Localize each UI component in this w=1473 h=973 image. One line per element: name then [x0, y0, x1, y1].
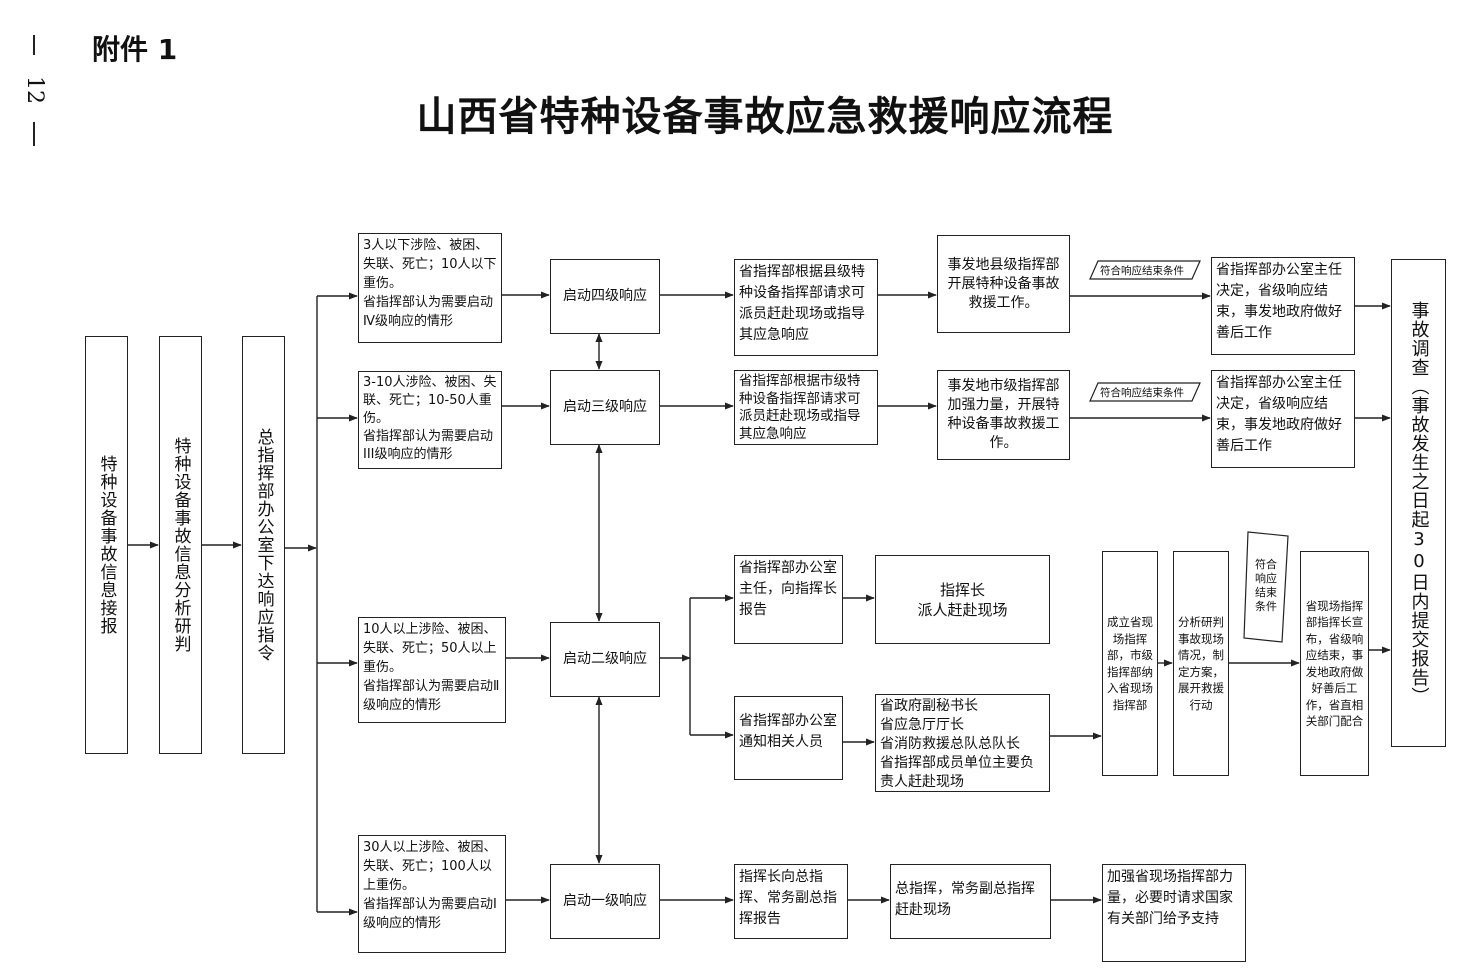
level2-end-box: 省现场指挥部指挥长宣布，省级响应结束，事发地政府做好善后工作，省直相关部门配合 — [1300, 551, 1369, 776]
level1-report-box: 指挥长向总指挥、常务副总指挥报告 — [734, 864, 848, 939]
level4-guide-box: 省指挥部根据县级特种设备指挥部请求可派员赶赴现场或指导其应急响应 — [734, 259, 878, 356]
county-hq-box: 事发地县级指挥部开展特种设备事故救援工作。 — [937, 235, 1070, 333]
info-report-text: 特种设备事故信息接报 — [96, 455, 117, 635]
condition-shape-level2 — [1243, 531, 1289, 643]
level4-box: 启动四级响应 — [550, 259, 660, 334]
level2-condition-label: 符合 响应 结束 条件 — [1255, 558, 1277, 613]
command-office-text: 总指挥部办公室下达响应指令 — [253, 428, 274, 662]
officials-box: 省政府副秘书长 省应急厅厅长 省消防救援总队总队长 省指挥部成员单位主要负责人赶… — [875, 694, 1050, 792]
margin-line-bottom — [33, 122, 35, 146]
field-hq-box: 成立省现场指挥部，市级指挥部纳入省现场指挥部 — [1102, 551, 1158, 776]
analysis-box: 特种设备事故信息分析研判 — [159, 336, 202, 754]
level2-notify-box: 省指挥部办公室通知相关人员 — [734, 696, 843, 780]
level3-condition-label: 符合响应结束条件 — [1100, 387, 1184, 399]
level3-end-box: 省指挥部办公室主任决定，省级响应结束，事发地政府做好善后工作 — [1211, 370, 1355, 468]
margin-line-top — [33, 35, 35, 55]
criteria-level4-box: 3人以下涉险、被困、失联、死亡；10人以下重伤。 省指挥部认为需要启动Ⅳ级响应的… — [358, 233, 502, 343]
level2-report-box: 省指挥部办公室主任，向指挥长报告 — [734, 555, 843, 644]
level1-box: 启动一级响应 — [550, 864, 660, 939]
command-office-box: 总指挥部办公室下达响应指令 — [242, 336, 285, 754]
commander-box: 指挥长 派人赶赴现场 — [875, 555, 1050, 644]
level1-dispatch-box: 总指挥，常务副总指挥赶赴现场 — [890, 864, 1051, 939]
level2-box: 启动二级响应 — [550, 622, 660, 697]
level4-end-box: 省指挥部办公室主任决定，省级响应结束，事发地政府做好善后工作 — [1211, 257, 1355, 355]
investigation-text: 事故调查（事故发生之日起30日内提交报告） — [1408, 300, 1430, 706]
reinforce-box: 加强省现场指挥部力量，必要时请求国家有关部门给予支持 — [1102, 864, 1246, 962]
investigation-box: 事故调查（事故发生之日起30日内提交报告） — [1391, 259, 1446, 747]
analysis-text: 特种设备事故信息分析研判 — [170, 437, 191, 653]
condition-shape-level4 — [1089, 260, 1201, 280]
criteria-level3-box: 3-10人涉险、被困、失联、死亡；10-50人重伤。 省指挥部认为需要启动III… — [358, 371, 502, 469]
info-report-box: 特种设备事故信息接报 — [85, 336, 128, 754]
attachment-label: 附件 1 — [92, 33, 178, 66]
level3-box: 启动三级响应 — [550, 370, 660, 445]
page-title: 山西省特种设备事故应急救援响应流程 — [416, 93, 1114, 140]
level3-guide-box: 省指挥部根据市级特种设备指挥部请求可派员赶赴现场或指导其应急响应 — [734, 370, 878, 445]
criteria-level2-box: 10人以上涉险、被困、失联、死亡；50人以上重伤。 省指挥部认为需要启动Ⅱ级响应… — [358, 617, 506, 723]
criteria-level1-box: 30人以上涉险、被困、失联、死亡；100人以上重伤。 省指挥部认为需要启动Ⅰ级响… — [358, 835, 506, 953]
level4-condition-label: 符合响应结束条件 — [1100, 265, 1184, 277]
condition-shape-level3 — [1089, 382, 1201, 402]
city-hq-box: 事发地市级指挥部加强力量，开展特种设备事故救援工作。 — [937, 370, 1070, 460]
analyze-box: 分析研判事故现场情况，制定方案，展开救援行动 — [1173, 551, 1229, 776]
